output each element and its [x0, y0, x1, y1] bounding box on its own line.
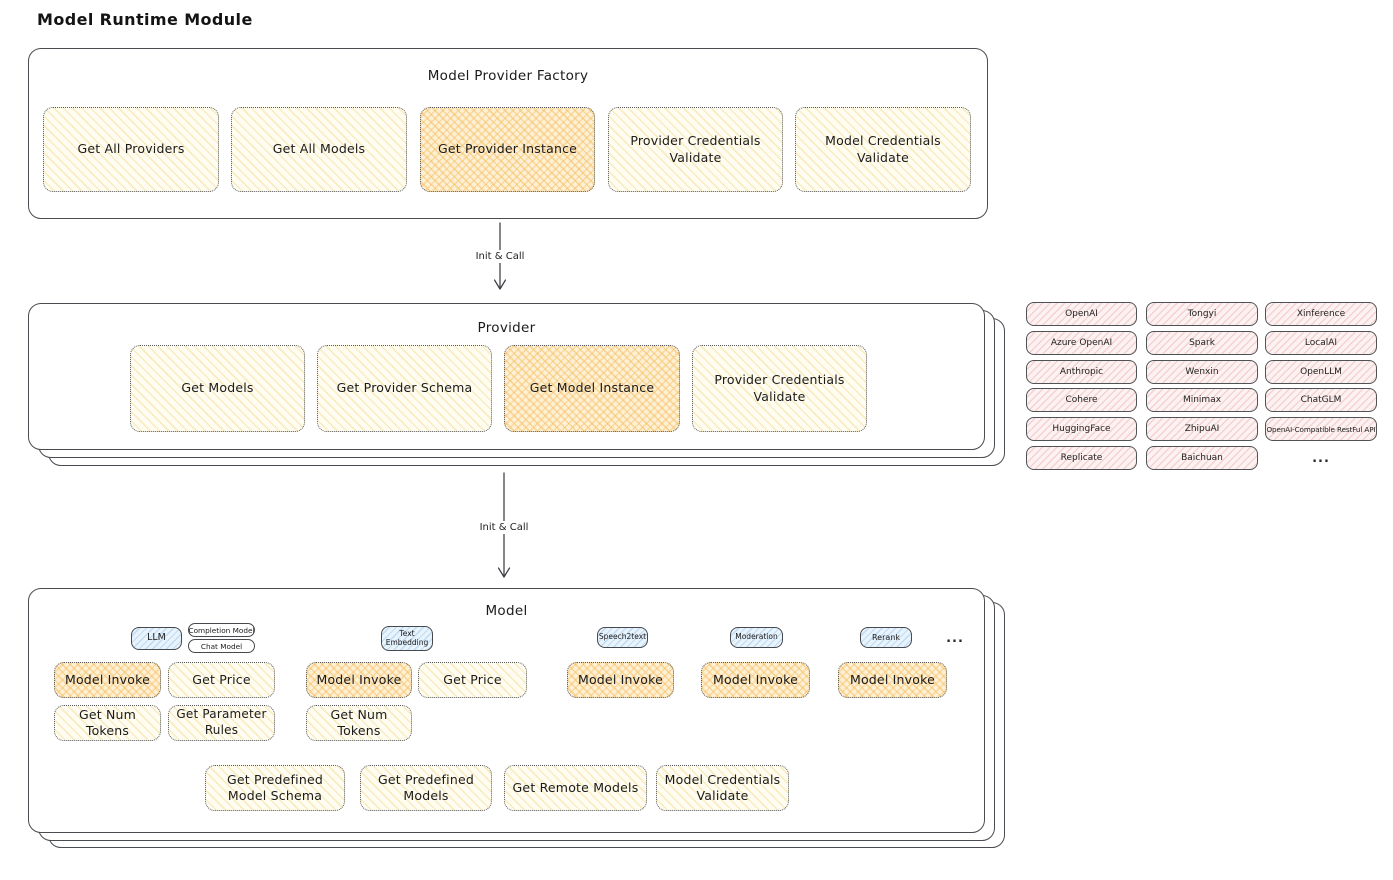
model-title: Model [485, 603, 528, 619]
provider-cell-baichuan: Baichuan [1146, 446, 1258, 470]
provider-cell-openai: OpenAI [1026, 302, 1137, 326]
factory-item-get-all-models: Get All Models [231, 107, 407, 192]
get-predefined-models-box: Get Predefined Models [360, 765, 492, 811]
moderation-model-invoke-box: Model Invoke [701, 662, 810, 698]
provider-item-get-model-instance: Get Model Instance [504, 345, 680, 432]
provider-item-get-models: Get Models [130, 345, 305, 432]
llm-get-num-tokens-box: Get Num Tokens [54, 705, 161, 741]
tab-llm: LLM [131, 627, 182, 650]
provider-cell-zhipuai: ZhipuAI [1146, 417, 1258, 441]
tab-chat-model: Chat Model [188, 639, 255, 653]
provider-cell-azure-openai: Azure OpenAI [1026, 331, 1137, 355]
tab-text-embedding: Text Embedding [381, 626, 433, 651]
provider-title: Provider [477, 320, 536, 336]
llm-get-parameter-rules-box: Get Parameter Rules [168, 705, 275, 741]
factory-item-get-provider-instance: Get Provider Instance [420, 107, 595, 192]
tab-moderation: Moderation [730, 627, 783, 648]
provider-cell-xinference: Xinference [1265, 302, 1377, 326]
page-title: Model Runtime Module [37, 10, 253, 29]
tab-speech2text: Speech2text [597, 627, 648, 648]
text-embedding-get-price-box: Get Price [418, 662, 527, 698]
llm-model-invoke-box: Model Invoke [54, 662, 161, 698]
rerank-model-invoke-box: Model Invoke [838, 662, 947, 698]
provider-cell-spark: Spark [1146, 331, 1258, 355]
factory-item-model-credentials-validate: Model Credentials Validate [795, 107, 971, 192]
provider-registry-more: ... [1312, 450, 1330, 466]
text-embedding-model-invoke-box: Model Invoke [306, 662, 412, 698]
provider-item-get-provider-schema: Get Provider Schema [317, 345, 492, 432]
provider-cell-replicate: Replicate [1026, 446, 1137, 470]
provider-cell-chatglm: ChatGLM [1265, 388, 1377, 412]
provider-cell-huggingface: HuggingFace [1026, 417, 1137, 441]
factory-item-provider-credentials-validate: Provider Credentials Validate [608, 107, 783, 192]
model-tabs-more: ... [946, 630, 964, 646]
provider-item-provider-credentials-validate: Provider Credentials Validate [692, 345, 867, 432]
provider-cell-anthropic: Anthropic [1026, 360, 1137, 384]
provider-cell-openllm: OpenLLM [1265, 360, 1377, 384]
get-predefined-model-schema-box: Get Predefined Model Schema [205, 765, 345, 811]
tab-rerank: Rerank [860, 627, 912, 648]
provider-cell-wenxin: Wenxin [1146, 360, 1258, 384]
factory-title: Model Provider Factory [427, 68, 589, 84]
provider-cell-tongyi: Tongyi [1146, 302, 1258, 326]
get-remote-models-box: Get Remote Models [504, 765, 647, 811]
speech2text-model-invoke-box: Model Invoke [567, 662, 674, 698]
tab-completion-model: Completion Model [188, 623, 255, 637]
init-call-label-2: Init & Call [472, 521, 536, 534]
text-embedding-get-num-tokens-box: Get Num Tokens [306, 705, 412, 741]
provider-cell-localai: LocalAI [1265, 331, 1377, 355]
provider-cell-minimax: Minimax [1146, 388, 1258, 412]
llm-get-price-box: Get Price [168, 662, 275, 698]
factory-item-get-all-providers: Get All Providers [43, 107, 219, 192]
provider-cell-openai-compatible-restful-api: OpenAI-Compatible RestFul API [1265, 417, 1377, 441]
model-credentials-validate-box: Model Credentials Validate [656, 765, 789, 811]
provider-cell-cohere: Cohere [1026, 388, 1137, 412]
init-call-label-1: Init & Call [468, 250, 532, 263]
